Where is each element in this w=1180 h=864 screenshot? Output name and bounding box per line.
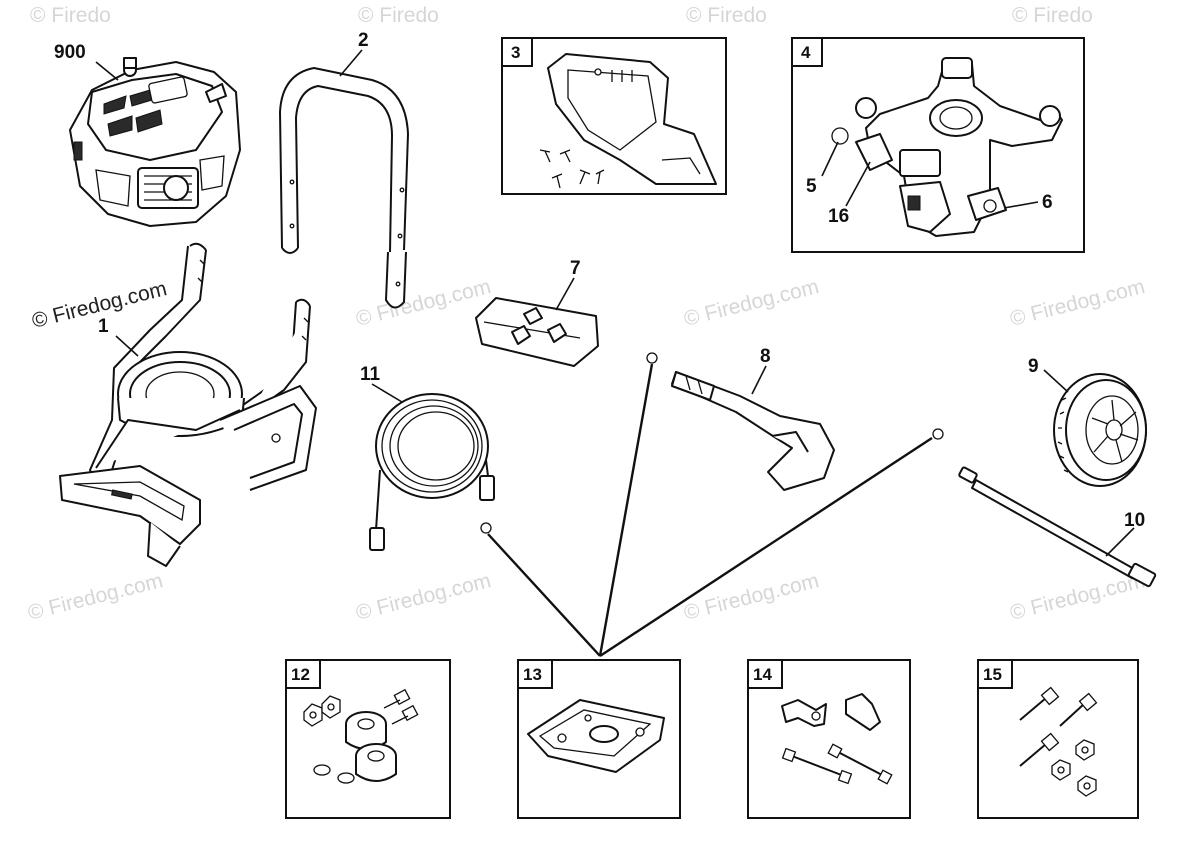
callout-16: 16	[828, 206, 849, 227]
kit-number-13: 13	[523, 665, 542, 684]
watermark: © Firedog.com	[682, 275, 821, 331]
kit-box-4-label	[791, 37, 823, 67]
kit-number-14: 14	[753, 665, 772, 684]
callout-900: 900	[54, 42, 86, 63]
leader-line	[115, 335, 139, 357]
watermark: © Firedo	[686, 4, 767, 27]
callout-5: 5	[806, 176, 817, 197]
kit-box-15-label	[977, 659, 1013, 689]
kit-box-13	[517, 659, 681, 819]
callout-7: 7	[570, 258, 581, 279]
kit-box-12-label	[285, 659, 321, 689]
watermark: © Firedog.com	[1008, 275, 1147, 331]
kit-box-12	[285, 659, 451, 819]
kit-number-15: 15	[983, 665, 1002, 684]
callout-6: 6	[1042, 192, 1053, 213]
leader-line	[845, 161, 871, 207]
knob-bolt-set	[781, 693, 893, 785]
nozzle-pack-part	[475, 297, 599, 367]
frame-part	[59, 242, 317, 567]
kit-box-14-label	[747, 659, 783, 689]
leader-line	[1105, 527, 1135, 557]
watermark: © Firedo	[1012, 4, 1093, 27]
callout-2: 2	[358, 30, 369, 51]
watermark: © Firedog.com	[354, 275, 493, 331]
wheel-part	[1053, 373, 1147, 487]
watermark: © Firedog.com	[354, 569, 493, 625]
leader-line	[555, 277, 575, 311]
leader-line	[371, 383, 403, 403]
callout-11: 11	[360, 364, 381, 385]
leader-line	[821, 141, 839, 177]
kit-box-13-label	[517, 659, 553, 689]
kit-number-12: 12	[291, 665, 310, 684]
watermark: © Firedog.com	[1008, 569, 1147, 625]
leader-line	[1043, 369, 1069, 393]
spray-gun-part	[646, 352, 835, 491]
leader-line	[1003, 201, 1039, 209]
leader-line	[95, 61, 119, 81]
hose-part	[369, 393, 495, 551]
callout-9: 9	[1028, 356, 1039, 377]
pump-part	[831, 57, 1063, 237]
callout-8: 8	[760, 346, 771, 367]
bolt-nut-set	[1019, 686, 1098, 797]
leader-line	[339, 49, 363, 77]
kit-box-3	[501, 37, 727, 195]
screw-set	[539, 149, 605, 189]
watermark: © Firedog.com	[682, 569, 821, 625]
spray-wand-part	[932, 428, 1157, 588]
kit-box-3-label	[501, 37, 533, 67]
watermark: © Firedo	[30, 4, 111, 27]
box-13-leaders	[487, 363, 933, 658]
handle-part	[279, 67, 409, 309]
callout-1: 1	[98, 316, 109, 337]
kit-box-14	[747, 659, 911, 819]
kit-box-15	[977, 659, 1139, 819]
watermark: © Firedo	[358, 4, 439, 27]
kit-box-4	[791, 37, 1085, 253]
watermark: © Firedog.com	[26, 569, 165, 625]
wheel-hardware-set	[303, 688, 419, 784]
kit-number-3: 3	[511, 43, 520, 62]
bracket-part	[547, 53, 717, 185]
mounting-plate-part	[527, 699, 665, 773]
leader-line	[751, 365, 767, 395]
callout-10: 10	[1124, 510, 1145, 531]
engine-part	[69, 57, 241, 227]
kit-number-4: 4	[801, 43, 811, 62]
